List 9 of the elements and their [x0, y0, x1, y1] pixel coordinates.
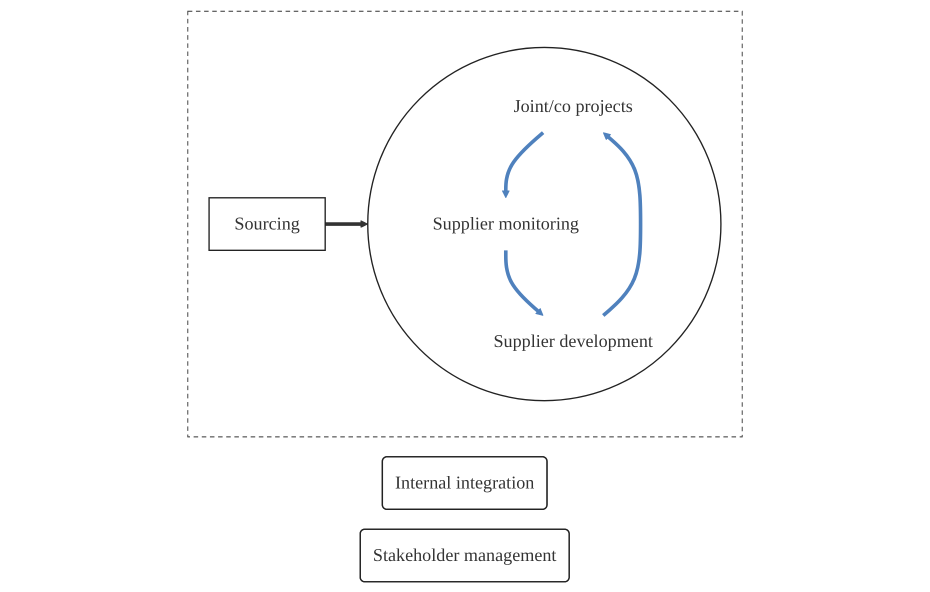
arrow — [325, 220, 368, 228]
arrow — [502, 130, 544, 198]
node-box: Sourcing — [208, 196, 326, 250]
node-text: Supplier development — [493, 331, 653, 352]
arrow — [504, 250, 544, 316]
node-text: Supplier monitoring — [432, 214, 579, 234]
arrow — [602, 132, 642, 316]
cluster — [187, 10, 743, 437]
node-text: Joint/co projects — [514, 96, 633, 116]
